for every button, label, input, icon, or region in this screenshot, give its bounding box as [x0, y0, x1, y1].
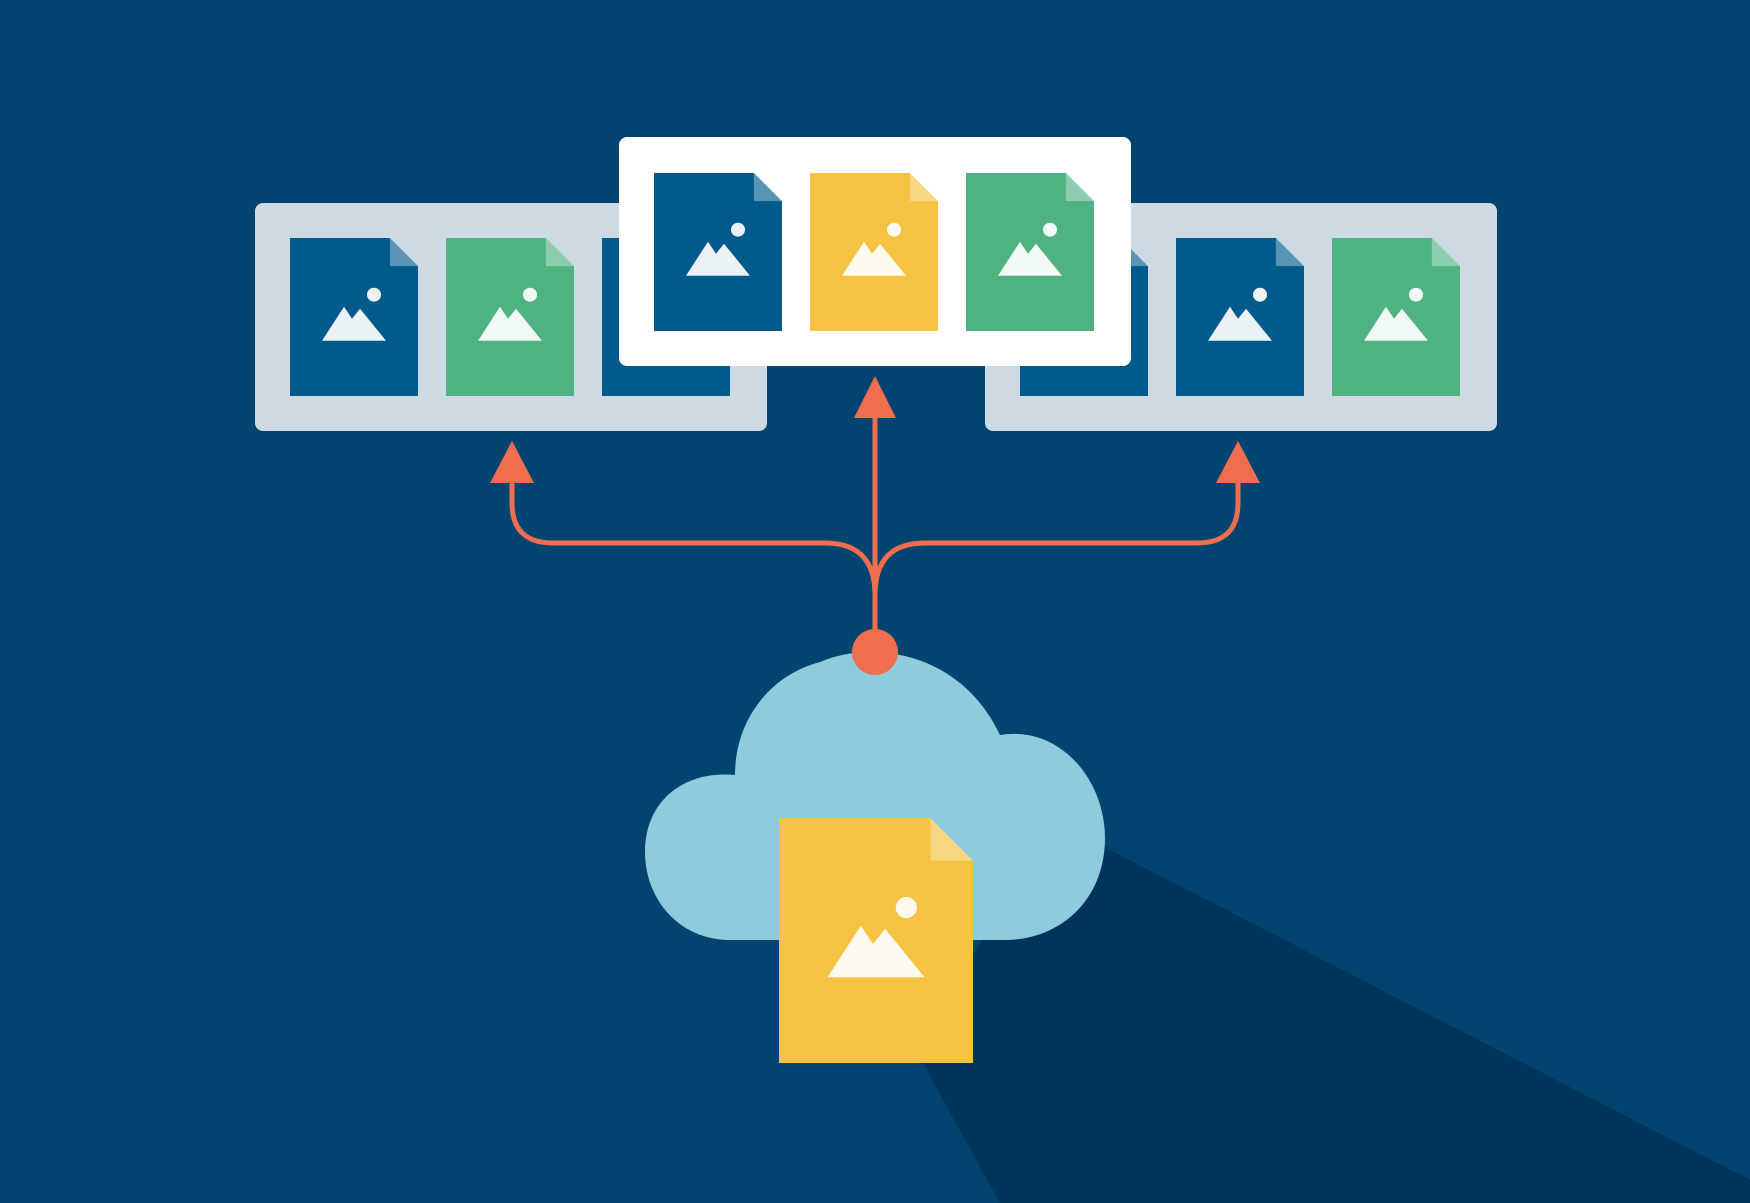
arrow-to-right [872, 467, 1241, 598]
arrow-to-left [509, 467, 878, 598]
arrow-up-icon [490, 441, 534, 483]
arrow-up-icon [854, 376, 896, 418]
image-file-icon [810, 173, 938, 331]
cloud-long-shadow [910, 820, 1750, 1203]
image-file-icon [654, 173, 782, 331]
cloud-source-file [779, 818, 973, 1063]
image-file-icon [446, 238, 574, 396]
image-file-icon [779, 818, 973, 1063]
image-file-icon [966, 173, 1094, 331]
center-gallery-panel [619, 137, 1131, 366]
image-file-icon [290, 238, 418, 396]
image-file-icon [1176, 238, 1304, 396]
cloud-icon [645, 651, 1105, 940]
arrow-up-icon [1216, 441, 1260, 483]
distribution-arrows [509, 407, 1241, 655]
connector-dot-icon [852, 629, 898, 675]
image-file-icon [1332, 238, 1460, 396]
